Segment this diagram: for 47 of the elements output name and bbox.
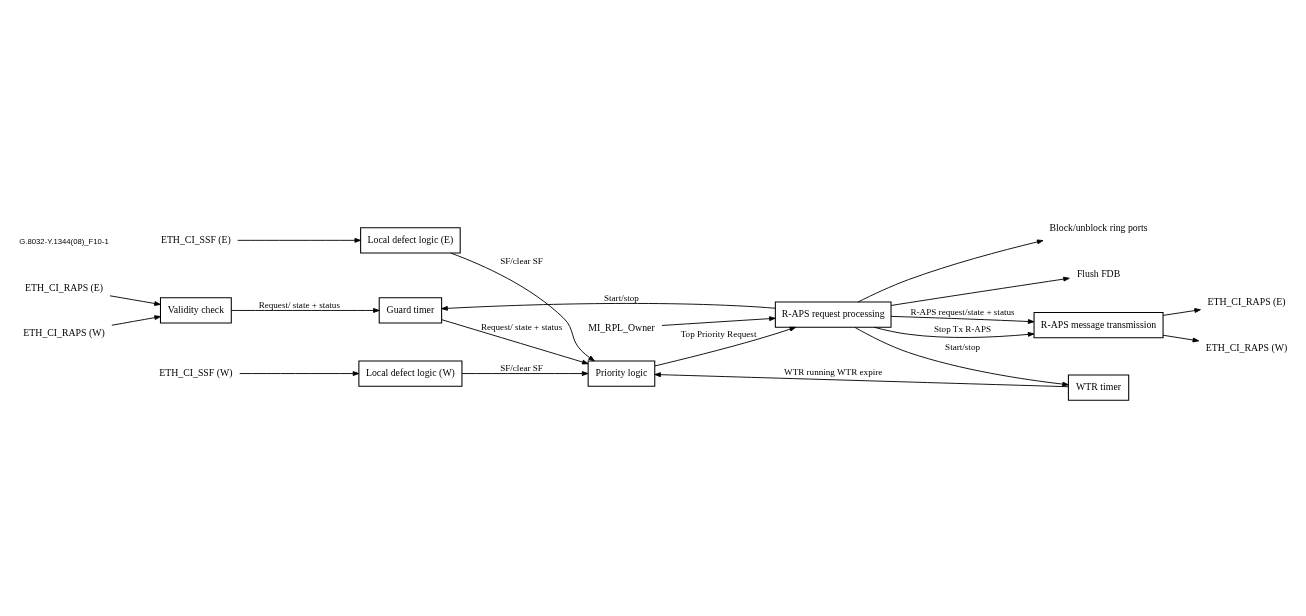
- node-box: R-APS request processing: [774, 301, 892, 328]
- arrow: [1162, 334, 1200, 343]
- node-text: ETH_CI_RAPS (E): [1207, 296, 1286, 308]
- node-box: Local defect logic (W): [358, 360, 463, 387]
- node-box: R-APS message transmission: [1033, 312, 1164, 339]
- label: G.8032-Y.1344(08)_F10-1: [19, 237, 109, 247]
- arrow: [890, 315, 1035, 324]
- node-text: ETH_CI_RAPS (W): [23, 327, 105, 339]
- arrow: [661, 316, 776, 326]
- edge-label: Start/stop: [603, 292, 639, 303]
- arrow: [237, 237, 361, 243]
- edge-label: Stop Tx R-APS: [934, 323, 992, 334]
- arrow: [450, 252, 595, 362]
- arrow: [857, 239, 1044, 303]
- edge-label: WTR running WTR expire: [784, 367, 883, 378]
- node-text: ETH_CI_RAPS (E): [25, 281, 104, 293]
- node-box: Guard timer: [378, 297, 443, 324]
- arrow: [654, 326, 797, 367]
- node-text: ETH_CI_SSF (E): [160, 233, 231, 245]
- arrow: [441, 303, 776, 311]
- arrow: [1162, 308, 1201, 316]
- edge-label: Request/ state + status: [258, 299, 340, 310]
- arrow: [854, 327, 1069, 387]
- edge-label: SF/clear SF: [500, 255, 543, 266]
- arrow: [441, 319, 589, 365]
- edge-label: Request/ state + status: [480, 322, 563, 333]
- node-text: Flush FDB: [1076, 267, 1121, 279]
- arrow: [873, 326, 1035, 338]
- node-box: Validity check: [159, 297, 232, 324]
- node-text: Block/unblock ring ports: [1049, 222, 1148, 234]
- node-text: MI_RPL_Owner: [588, 321, 655, 333]
- edge-label: R-APS request/state + status: [910, 306, 1015, 317]
- node-box: WTR timer: [1067, 374, 1130, 401]
- arrow: [890, 276, 1070, 306]
- arrow: [111, 315, 161, 326]
- arrow: [239, 371, 360, 376]
- node-text: ETH_CI_RAPS (W): [1205, 341, 1288, 353]
- node-box: Local defect logic (E): [360, 227, 461, 254]
- node-box: Priority logic: [587, 360, 656, 387]
- edge-label: SF/clear SF: [500, 363, 543, 374]
- edge-label: Start/stop: [945, 342, 980, 352]
- arrow: [461, 371, 589, 376]
- edge-label: Top Priority Request: [680, 328, 757, 339]
- arrow: [654, 372, 1069, 388]
- node-text: ETH_CI_SSF (W): [159, 367, 233, 379]
- arrow: [230, 308, 380, 313]
- arrow: [109, 295, 161, 306]
